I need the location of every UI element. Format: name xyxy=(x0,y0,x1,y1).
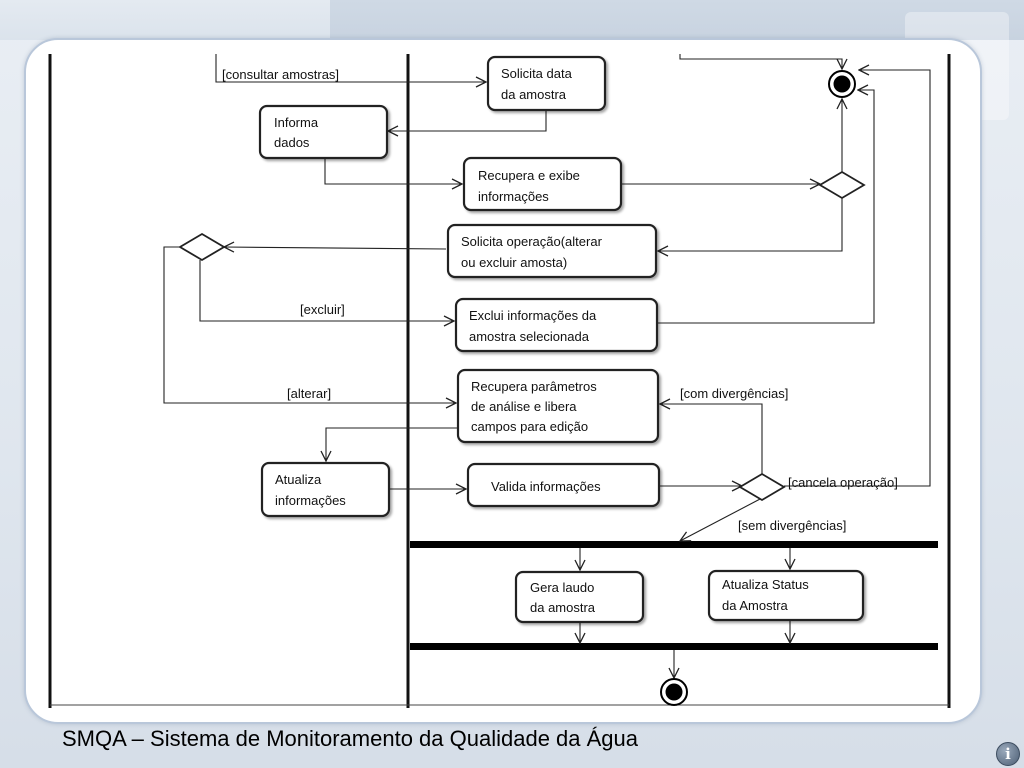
activity-label-line: Valida informações xyxy=(491,479,601,494)
fork-bar xyxy=(410,541,938,548)
activity-solicita-operacao: Solicita operação(alterar ou excluir amo… xyxy=(446,223,658,279)
decision-node-operacao xyxy=(178,232,226,262)
activity-label-line: de análise e libera xyxy=(471,399,577,414)
activity-exclui-informacoes: Exclui informações da amostra selecionad… xyxy=(454,297,659,353)
activity-label-line: Recupera parâmetros xyxy=(471,379,597,394)
final-node-top xyxy=(828,70,856,98)
guard-excluir: [excluir] xyxy=(300,302,345,317)
activity-label-line: Atualiza Status xyxy=(722,577,809,592)
edge-sem-divergencias xyxy=(680,497,763,541)
edge-top-to-final xyxy=(679,54,842,69)
activity-label-line: ou excluir amosta) xyxy=(461,255,567,270)
header-band-left xyxy=(0,0,330,40)
activity-atualiza-informacoes: Atualiza informações xyxy=(260,461,391,518)
guard-sem-divergencias: [sem divergências] xyxy=(738,518,846,533)
decision-node-validacao xyxy=(738,472,786,502)
info-icon[interactable]: i xyxy=(996,742,1020,766)
activity-recupera-exibe: Recupera e exibe informações xyxy=(462,156,623,212)
footer-title: SMQA – Sistema de Monitoramento da Quali… xyxy=(62,726,639,751)
edge-recupera-to-atualiza xyxy=(326,427,458,461)
edge-informa-to-recupera xyxy=(324,158,462,184)
activity-label-line: da amostra xyxy=(501,87,567,102)
activity-diagram: Solicita data da amostra Informa dados R… xyxy=(48,54,951,708)
activity-label-line: informações xyxy=(478,189,549,204)
activity-gera-laudo: Gera laudo da amostra xyxy=(514,570,645,624)
activity-label-line: Informa xyxy=(274,115,319,130)
guard-com-divergencias: [com divergências] xyxy=(680,386,788,401)
decision-node-after-recupera xyxy=(818,170,866,200)
activity-label-line: dados xyxy=(274,135,310,150)
activity-label-line: Solicita data xyxy=(501,66,573,81)
edge-exclui-to-final xyxy=(658,90,875,324)
activity-valida-informacoes: Valida informações xyxy=(466,462,661,508)
activity-solicita-data: Solicita data da amostra xyxy=(486,55,607,112)
activity-label-line: amostra selecionada xyxy=(469,329,590,344)
slide-content-frame: Solicita data da amostra Informa dados R… xyxy=(24,38,982,724)
guard-alterar: [alterar] xyxy=(287,386,331,401)
guard-cancela-operacao: [cancela operação] xyxy=(788,475,898,490)
activity-label-line: Gera laudo xyxy=(530,580,594,595)
edge-alterar xyxy=(163,246,456,403)
edge-excluir xyxy=(199,260,454,321)
edge-cancela-operacao xyxy=(784,70,931,487)
edge-consultar-amostras xyxy=(215,54,486,82)
activity-label-line: Exclui informações da xyxy=(469,308,597,323)
guard-consultar-amostras: [consultar amostras] xyxy=(222,67,339,82)
final-node-bottom xyxy=(660,678,688,706)
activity-label-line: da amostra xyxy=(530,600,596,615)
activity-label-line: informações xyxy=(275,493,346,508)
join-bar xyxy=(410,643,938,650)
edge-solicita-to-informa xyxy=(388,110,547,131)
edge-com-divergencias xyxy=(660,404,763,474)
activity-informa-dados: Informa dados xyxy=(258,104,389,160)
activity-atualiza-status: Atualiza Status da Amostra xyxy=(707,569,865,622)
header-band-right xyxy=(330,0,1024,40)
activity-label-line: campos para edição xyxy=(471,419,588,434)
activity-recupera-parametros: Recupera parâmetros de análise e libera … xyxy=(456,368,660,444)
edge-solicita-operacao-to-decision xyxy=(224,247,447,249)
edge-decision-to-solicita-operacao xyxy=(658,198,843,251)
activity-label-line: Recupera e exibe xyxy=(478,168,580,183)
activity-label-line: Atualiza xyxy=(275,472,322,487)
activity-label-line: da Amostra xyxy=(722,598,789,613)
activity-label-line: Solicita operação(alterar xyxy=(461,234,603,249)
